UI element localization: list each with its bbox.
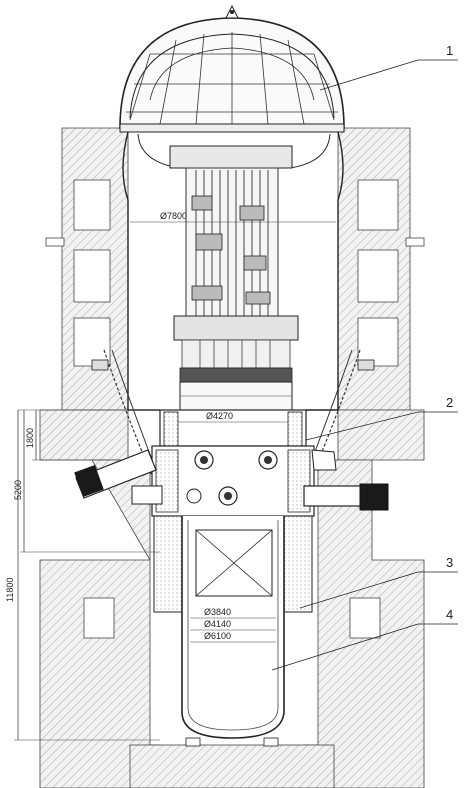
lower-vessel: [153, 515, 313, 747]
dim-diameter-outer: Ø6100: [204, 631, 231, 641]
dim-height-5200: 5200: [13, 480, 23, 500]
control-rod-drives: [169, 145, 299, 411]
dim-diameter-mid: Ø4140: [204, 619, 231, 629]
callout-2: 2: [446, 395, 453, 410]
main-nozzles: [74, 449, 389, 511]
vessel-flange: [151, 409, 315, 517]
dim-diameter-inner: Ø3840: [204, 607, 231, 617]
callout-3: 3: [446, 555, 453, 570]
dim-height-11800: 11800: [5, 578, 15, 602]
callout-4: 4: [446, 607, 453, 622]
dim-diameter-shaft: Ø4270: [206, 411, 233, 421]
dim-height-1800: 1800: [25, 428, 35, 448]
dimension-lines: [14, 221, 336, 741]
leader-lines: [271, 59, 458, 671]
upper-dome: [119, 4, 345, 133]
dim-diameter-top: Ø7800: [160, 211, 187, 221]
callout-1: 1: [446, 43, 453, 58]
concrete-shaft: [39, 127, 425, 788]
